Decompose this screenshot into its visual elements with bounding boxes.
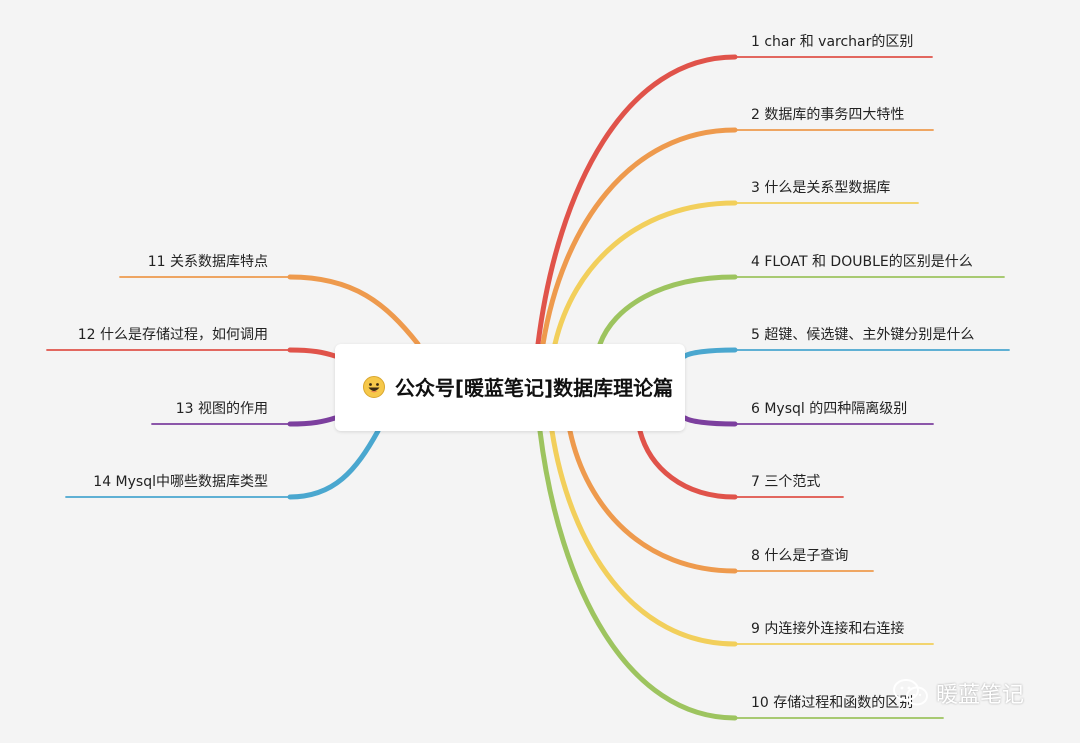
branch-node-13[interactable]: 13 视图的作用: [175, 401, 268, 417]
watermark-text: 暖蓝笔记: [936, 683, 1025, 708]
branch-node-4[interactable]: 4 FLOAT 和 DOUBLE的区别是什么: [751, 254, 973, 270]
branch-node-1[interactable]: 1 char 和 varchar的区别: [751, 34, 914, 50]
connector-left-12: [287, 347, 338, 359]
connector-right-1: [535, 54, 738, 347]
connector-right-5: [682, 347, 738, 359]
connector-right-7: [637, 428, 738, 500]
branch-node-2[interactable]: 2 数据库的事务四大特性: [751, 107, 905, 123]
connector-left-11: [287, 274, 421, 347]
connector-right-4: [597, 274, 738, 347]
connector-right-10: [537, 428, 738, 721]
connector-right-3: [552, 200, 738, 347]
branch-node-11[interactable]: 11 关系数据库特点: [147, 254, 268, 270]
connector-right-2: [540, 127, 738, 347]
root-title: 公众号[暖蓝笔记]数据库理论篇: [394, 375, 674, 400]
branch-node-12[interactable]: 12 什么是存储过程，如何调用: [77, 327, 268, 343]
connector-right-6: [682, 415, 738, 427]
connector-right-8: [567, 428, 738, 574]
branch-node-14[interactable]: 14 Mysql中哪些数据库类型: [93, 474, 268, 490]
branch-node-9[interactable]: 9 内连接外连接和右连接: [751, 621, 905, 637]
connector-right-9: [549, 428, 738, 647]
connector-left-13: [287, 415, 338, 427]
root-node[interactable]: 公众号[暖蓝笔记]数据库理论篇: [335, 344, 685, 431]
watermark: 暖蓝笔记: [892, 677, 1024, 709]
connector-left-14: [287, 428, 381, 500]
branch-node-8[interactable]: 8 什么是子查询: [751, 548, 849, 564]
wechat-icon: [893, 679, 928, 706]
branch-node-7[interactable]: 7 三个范式: [751, 474, 821, 490]
branch-node-10[interactable]: 10 存储过程和函数的区别: [751, 695, 914, 711]
grinning-face-icon: [363, 376, 385, 398]
branch-node-3[interactable]: 3 什么是关系型数据库: [751, 180, 891, 196]
branch-node-6[interactable]: 6 Mysql 的四种隔离级别: [751, 401, 908, 417]
branch-node-5[interactable]: 5 超键、候选键、主外键分别是什么: [751, 327, 975, 343]
